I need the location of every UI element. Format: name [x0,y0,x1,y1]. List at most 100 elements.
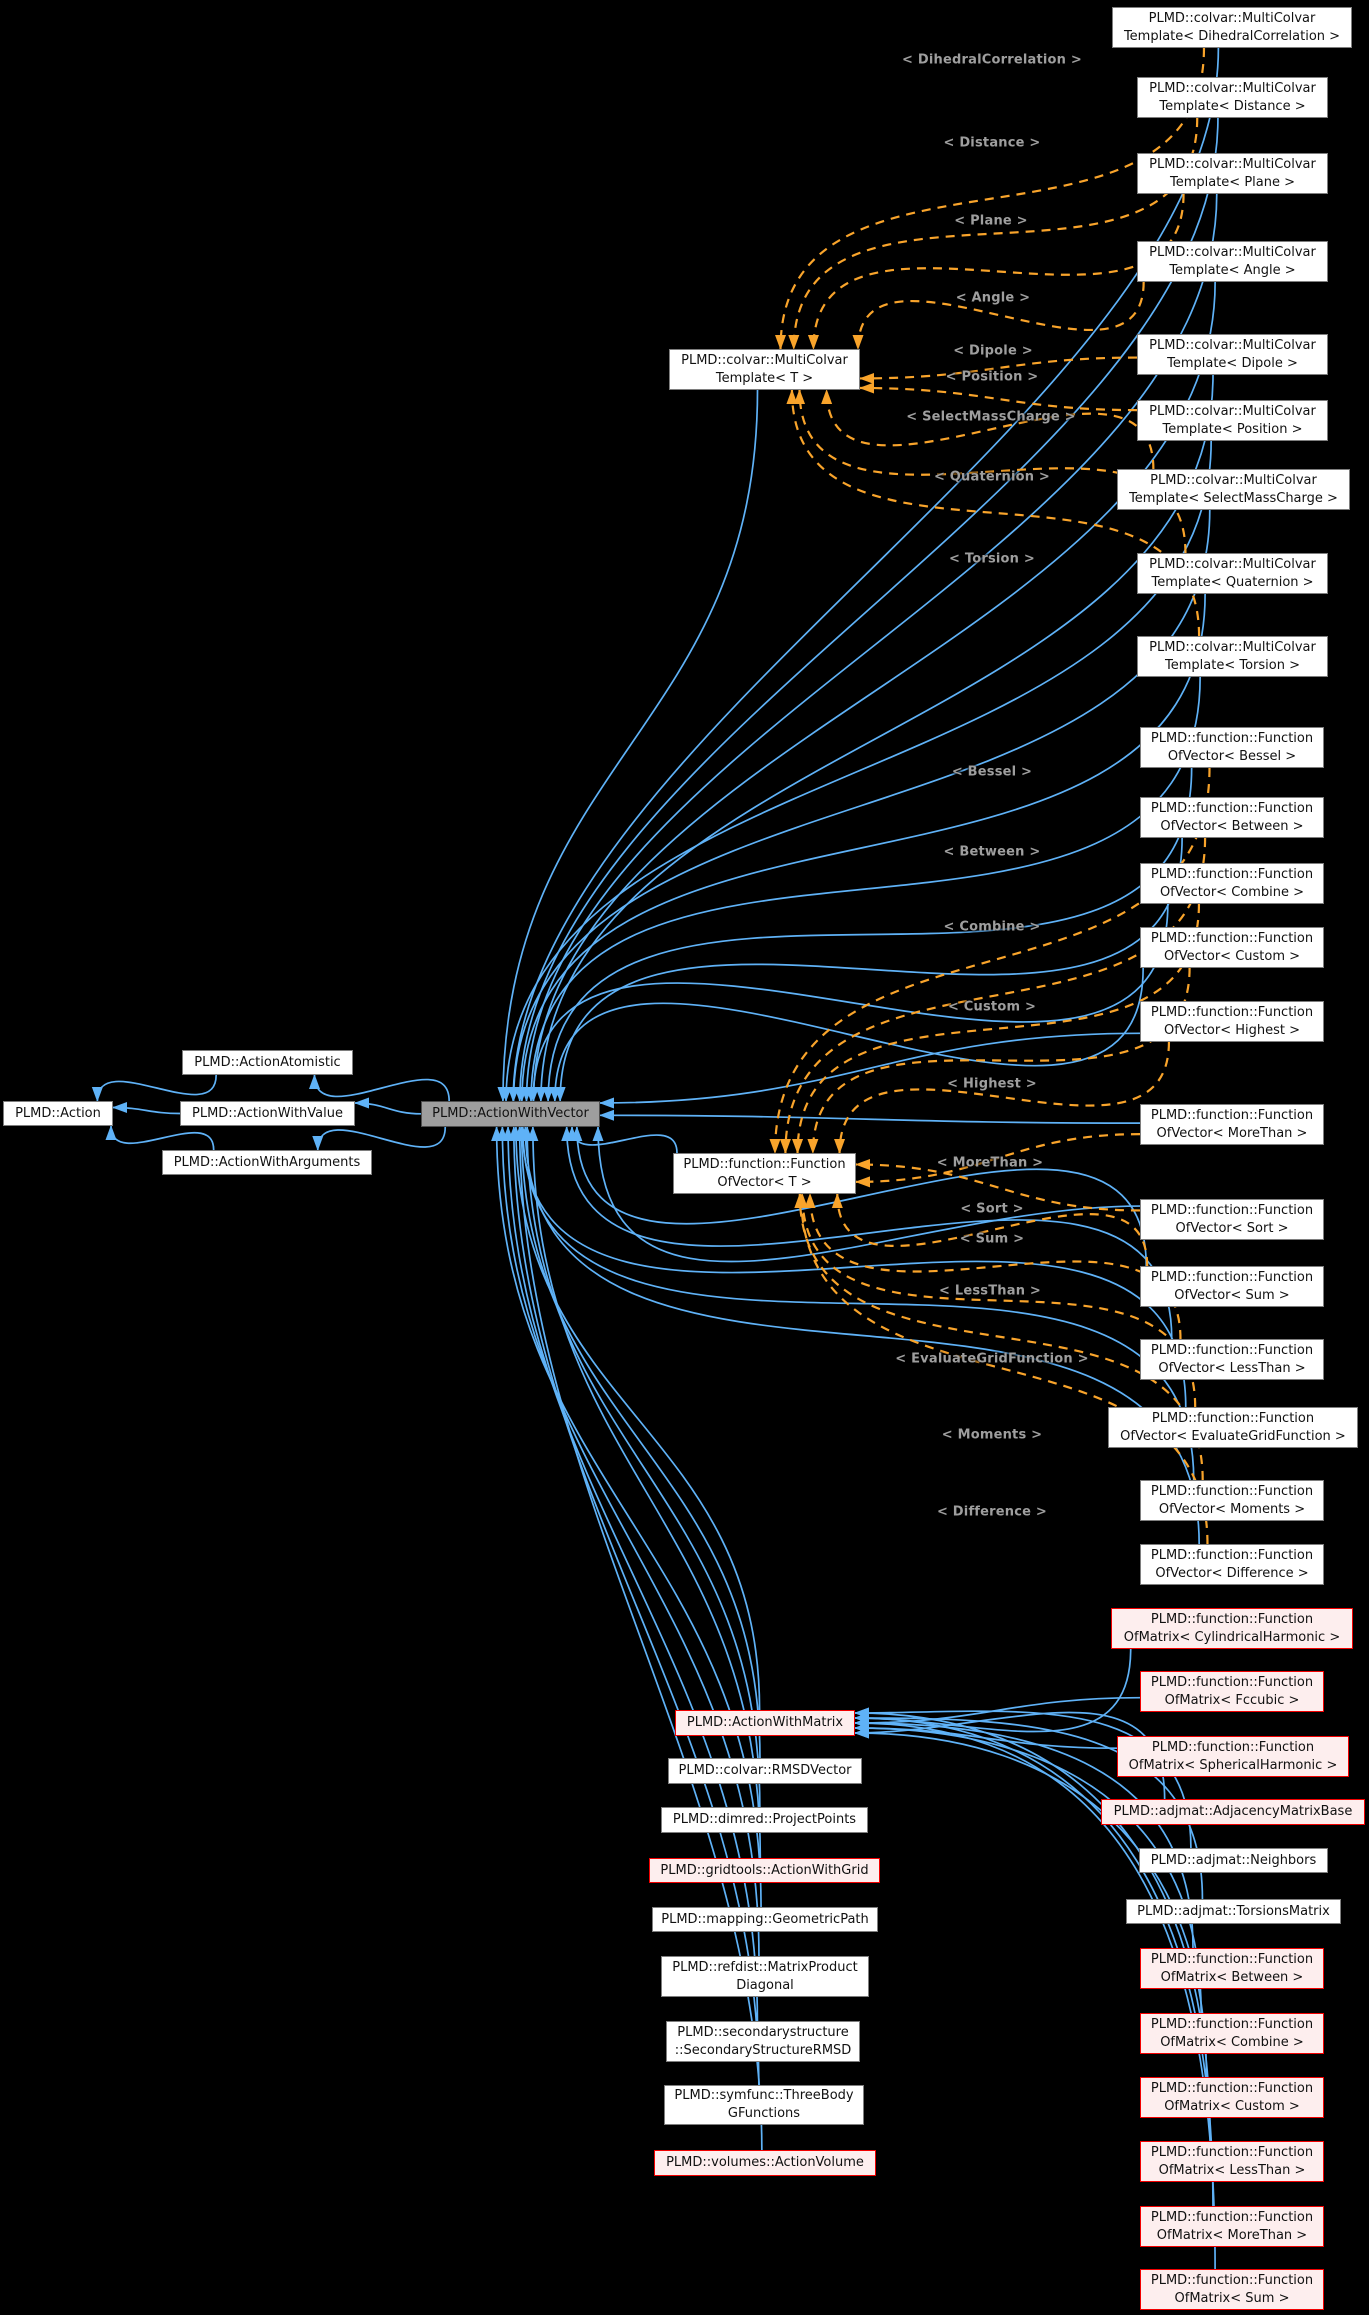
class-box-neighbors[interactable]: PLMD::adjmat::Neighbors [1139,1848,1328,1873]
class-box-withvalue[interactable]: PLMD::ActionWithValue [180,1101,355,1126]
inheritance-edge [528,281,1216,1102]
template-arg-label: < Quaternion > [933,469,1051,485]
template-arg-label: < MoreThan > [936,1155,1044,1171]
class-box-actionvolume[interactable]: PLMD::volumes::ActionVolume [654,2150,876,2176]
inheritance-edge [525,676,1201,1102]
template-instantiation-edge [852,281,1145,350]
class-box-awm[interactable]: PLMD::ActionWithMatrix [675,1710,855,1736]
inheritance-edge [514,117,1219,1102]
template-arg-label: < DihedralCorrelation > [902,52,1082,68]
inheritance-edge [854,1696,1141,1729]
template-arg-label: < Moments > [941,1427,1043,1443]
template-instantiation-edge [807,193,1185,350]
template-instantiation-edge [859,382,1138,412]
inheritance-edge [508,1126,760,2086]
inheritance-edge [854,1717,1194,1949]
class-box-torsionsmatrix[interactable]: PLMD::adjmat::TorsionsMatrix [1126,1899,1341,1924]
template-arg-label: < SelectMassCharge > [906,409,1076,425]
template-instantiation-edge [795,1193,1209,1545]
inheritance-edge [312,1126,447,1151]
inheritance-edge [91,1074,218,1102]
template-arg-label: < Sum > [959,1231,1025,1247]
class-box-projectpoints[interactable]: PLMD::dimred::ProjectPoints [661,1807,868,1833]
class-box-geometricpath[interactable]: PLMD::mapping::GeometricPath [652,1907,878,1932]
inheritance-edge [554,837,1183,1102]
class-box-awv[interactable]: PLMD::ActionWithVector [421,1101,600,1127]
class-box-secondarystructurermsd[interactable]: PLMD::secondarystructure::SecondaryStruc… [666,2021,860,2062]
inheritance-edge [599,1109,1141,1125]
template-arg-label: < Distance > [943,135,1041,151]
inheritance-edge [854,1707,1192,1849]
inheritance-edge [571,1126,1148,1267]
inheritance-edge [507,47,1220,1102]
class-box-atomistic[interactable]: PLMD::ActionAtomistic [182,1050,353,1075]
inheritance-edge [549,967,1145,1102]
inheritance-edge [561,1126,1173,1340]
inheritance-edge [521,1126,761,1808]
class-box-action[interactable]: PLMD::Action [3,1101,113,1126]
class-box-rmsdvector[interactable]: PLMD::colvar::RMSDVector [668,1758,862,1784]
template-arg-label: < EvaluateGridFunction > [895,1351,1089,1367]
template-instantiation-edge [775,47,1206,350]
template-arg-label: < Angle > [955,290,1031,306]
template-instantiation-edge [834,1041,1171,1154]
template-instantiation-edge [788,117,1199,350]
template-arg-label: < Difference > [936,1504,1048,1520]
inheritance-edge [519,1126,1201,1545]
template-instantiation-edge [804,1193,1182,1340]
inheritance-edge [854,1722,1203,2014]
inheritance-edge [542,767,1193,1102]
class-box-withargs[interactable]: PLMD::ActionWithArguments [162,1150,372,1175]
template-arg-label: < LessThan > [939,1283,1041,1299]
inheritance-edge [510,1126,761,1711]
template-instantiation-edge [821,389,1155,470]
template-arg-label: < Torsion > [949,551,1035,567]
inheritance-edge [354,1097,422,1115]
template-arg-label: < Sort > [960,1201,1024,1217]
inheritance-edge [599,1032,1141,1109]
class-box-actionwithgrid[interactable]: PLMD::gridtools::ActionWithGrid [649,1858,880,1883]
inheritance-edge [508,509,1211,1102]
template-arg-label: < Combine > [943,919,1041,935]
class-box-adjacencymatrixbase[interactable]: PLMD::adjmat::AdjacencyMatrixBase [1101,1799,1365,1825]
inheritance-edge [535,374,1214,1102]
inheritance-edge [566,1126,678,1154]
template-arg-label: < Dipole > [953,343,1033,359]
